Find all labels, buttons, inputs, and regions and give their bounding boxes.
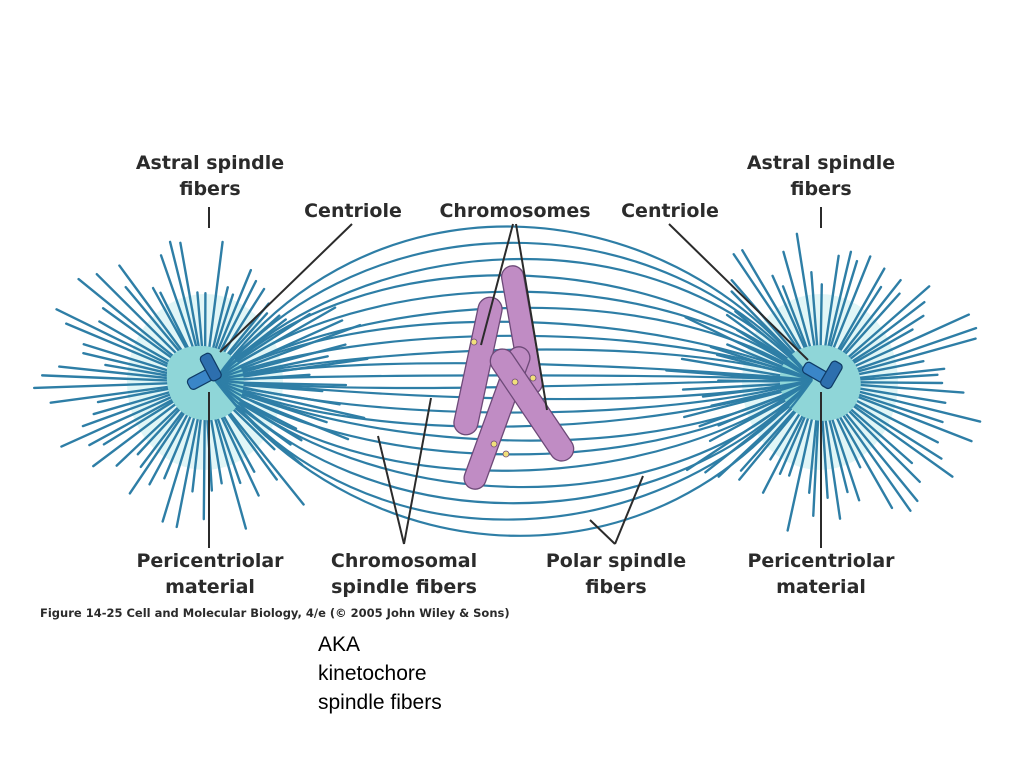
spindle-fiber: [214, 378, 813, 428]
spindle-fiber: [214, 241, 813, 381]
centriole-barrel: [199, 352, 222, 382]
label-pericentriolar-left-line1: Pericentriolar: [136, 550, 284, 572]
label-polar-fibers: Polar spindle fibers: [538, 548, 694, 600]
label-centriole-left: Centriole: [296, 198, 410, 224]
leader-chromosomes-a: [480, 223, 514, 346]
astral-fiber: [49, 382, 191, 404]
label-chromosomal-fibers-line2: spindle fibers: [331, 576, 477, 598]
spindle-fiber: [214, 379, 813, 505]
astral-fiber: [33, 381, 191, 390]
spindle-fiber: [214, 258, 813, 381]
leader-centriole-right: [668, 223, 809, 361]
kinetochore: [502, 450, 510, 458]
leader-polar-a: [589, 519, 616, 545]
aka-note: AKA kinetochore spindle fibers: [318, 630, 442, 717]
label-pericentriolar-left-line2: material: [165, 576, 255, 598]
astral-fiber: [60, 387, 192, 448]
label-pericentriolar-right-line2: material: [776, 576, 866, 598]
kinetochore: [470, 338, 478, 346]
centriole-right: [802, 360, 843, 390]
leader-polar-b: [614, 475, 644, 545]
kinetochore: [490, 440, 498, 448]
centrioles: [186, 352, 843, 390]
aka-note-line2: kinetochore: [318, 662, 427, 685]
spindle-fiber: [214, 379, 813, 521]
leader-lines: [208, 207, 822, 548]
astral-fiber: [834, 337, 977, 379]
astral-fiber: [40, 374, 191, 383]
label-chromosomal-fibers-line1: Chromosomal: [330, 550, 478, 572]
astral-fiber: [833, 326, 978, 379]
leader-chromosomal-a: [377, 435, 405, 545]
figure-caption: Figure 14-25 Cell and Molecular Biology,…: [40, 606, 510, 620]
aka-note-line1: AKA: [318, 633, 361, 656]
label-chromosomes: Chromosomes: [432, 198, 598, 224]
spindle-fiber: [214, 379, 813, 456]
chromosome-right-arm: [489, 348, 575, 462]
label-astral-left-line2: fibers: [179, 178, 241, 200]
label-centriole-right-text: Centriole: [621, 200, 719, 222]
kinetochore: [511, 378, 519, 386]
label-chromosomal-fibers: Chromosomal spindle fibers: [320, 548, 488, 600]
label-chromosomes-text: Chromosomes: [439, 200, 591, 222]
spindle-fiber: [214, 379, 813, 489]
label-polar-fibers-line2: fibers: [585, 576, 647, 598]
chromatid: [489, 348, 575, 462]
label-centriole-left-text: Centriole: [304, 200, 402, 222]
label-astral-right-line1: Astral spindle: [746, 152, 896, 174]
spindle-fiber: [214, 379, 813, 537]
centriole-barrel: [820, 360, 843, 390]
astral-fiber: [218, 323, 362, 378]
aka-note-line3: spindle fibers: [318, 691, 442, 714]
label-astral-left: Astral spindle fibers: [130, 150, 290, 202]
leader-chromosomes-b: [515, 223, 548, 411]
spindle-fiber: [214, 379, 813, 442]
label-pericentriolar-right: Pericentriolar material: [739, 548, 903, 600]
label-astral-right: Astral spindle fibers: [741, 150, 901, 202]
label-polar-fibers-line1: Polar spindle: [545, 550, 687, 572]
spindle-fiber: [214, 378, 813, 414]
kinetochore: [529, 374, 537, 382]
label-astral-right-line2: fibers: [790, 178, 852, 200]
label-pericentriolar-right-line1: Pericentriolar: [747, 550, 895, 572]
spindle-fiber: [214, 379, 813, 472]
leader-centriole-left: [219, 223, 353, 353]
chromosomes: [453, 265, 575, 490]
astral-fiber: [833, 313, 971, 377]
label-astral-left-line1: Astral spindle: [135, 152, 285, 174]
spindle-fiber: [214, 225, 813, 381]
centriole-left: [186, 352, 222, 390]
leader-chromosomal-b: [403, 397, 432, 545]
label-pericentriolar-left: Pericentriolar material: [128, 548, 292, 600]
label-centriole-right: Centriole: [613, 198, 727, 224]
